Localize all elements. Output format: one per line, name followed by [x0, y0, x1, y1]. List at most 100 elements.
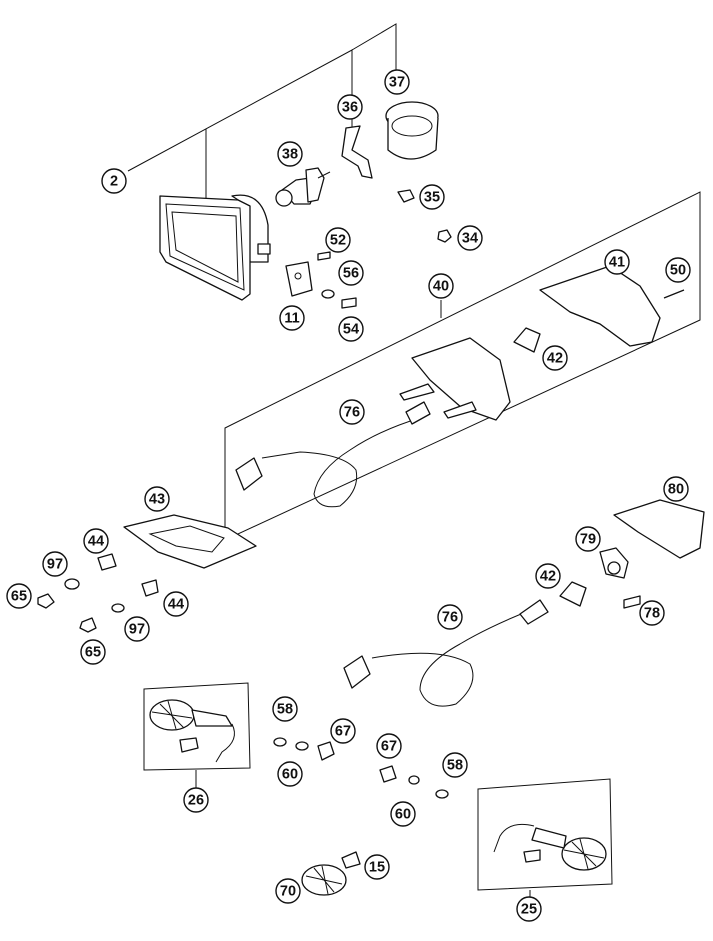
callout-97: 97: [124, 616, 150, 642]
callout-60: 60: [390, 801, 416, 827]
indicator-right: [477, 778, 613, 900]
callout-54: 54: [338, 316, 364, 342]
callout-circle: [275, 878, 301, 904]
callout-2: 2: [101, 168, 127, 194]
callout-circle: [419, 184, 445, 210]
callout-circle: [376, 733, 402, 759]
callout-34: 34: [457, 225, 483, 251]
callout-number: 11: [284, 311, 299, 327]
callout-circle: [535, 563, 561, 589]
callout-circle: [124, 616, 150, 642]
callout-58: 58: [272, 696, 298, 722]
callout-41: 41: [604, 249, 630, 275]
callout-circle: [542, 345, 568, 371]
callout-number: 58: [277, 702, 293, 718]
callout-circle: [279, 305, 305, 331]
callout-number: 35: [424, 190, 440, 206]
callout-circle: [338, 260, 364, 286]
callout-circle: [457, 225, 483, 251]
callout-circle: [575, 526, 601, 552]
callout-76: 76: [339, 399, 365, 425]
callout-number: 97: [47, 557, 63, 573]
callout-circle: [337, 94, 363, 120]
callout-80: 80: [663, 476, 689, 502]
callout-number: 97: [129, 622, 145, 638]
callout-number: 65: [85, 645, 101, 661]
callout-circle: [604, 249, 630, 275]
callout-65: 65: [6, 583, 32, 609]
callout-number: 25: [521, 902, 537, 918]
callout-number: 42: [547, 351, 563, 367]
callout-number: 50: [670, 263, 686, 279]
callout-11: 11: [279, 305, 305, 331]
callout-circle: [516, 896, 542, 922]
callout-number: 44: [168, 597, 184, 613]
callout-circle: [163, 591, 189, 617]
callout-number: 60: [282, 767, 298, 783]
callout-25: 25: [516, 896, 542, 922]
callout-circle: [325, 227, 351, 253]
callout-number: 37: [389, 75, 405, 91]
callout-number: 60: [395, 807, 411, 823]
callout-circle: [339, 399, 365, 425]
callout-number: 67: [335, 724, 351, 740]
callout-circle: [639, 600, 665, 626]
callout-number: 38: [282, 147, 298, 163]
callout-number: 26: [188, 793, 204, 809]
callout-67: 67: [330, 718, 356, 744]
callout-circle: [277, 761, 303, 787]
callout-circle: [277, 141, 303, 167]
callout-58: 58: [442, 752, 468, 778]
callout-number: 40: [433, 279, 449, 295]
callout-40: 40: [428, 273, 454, 299]
callout-78: 78: [639, 600, 665, 626]
callout-circle: [665, 257, 691, 283]
callout-circle: [42, 551, 68, 577]
rear-light-group: [343, 499, 705, 707]
callout-97: 97: [42, 551, 68, 577]
callout-number: 65: [11, 589, 27, 605]
callout-42: 42: [542, 345, 568, 371]
indicator-hardware: [273, 737, 449, 896]
callout-number: 42: [540, 569, 556, 585]
callout-circle: [437, 604, 463, 630]
callout-56: 56: [338, 260, 364, 286]
tail-light-panel: [224, 191, 701, 541]
plate-holder-group: [37, 514, 257, 633]
callout-circle: [364, 854, 390, 880]
callout-number: 67: [381, 739, 397, 755]
callout-number: 36: [342, 100, 358, 116]
callout-circle: [390, 801, 416, 827]
callout-35: 35: [419, 184, 445, 210]
callout-number: 52: [330, 233, 346, 249]
callout-circle: [338, 316, 364, 342]
callout-circle: [442, 752, 468, 778]
callout-circle: [80, 639, 106, 665]
callout-circle: [144, 486, 170, 512]
callout-number: 79: [580, 532, 596, 548]
callout-number: 70: [280, 884, 296, 900]
callout-76: 76: [437, 604, 463, 630]
callout-42: 42: [535, 563, 561, 589]
callout-circle: [183, 787, 209, 813]
callout-44: 44: [83, 528, 109, 554]
callout-37: 37: [384, 69, 410, 95]
callout-50: 50: [665, 257, 691, 283]
callout-number: 78: [644, 606, 660, 622]
callout-number: 15: [369, 860, 385, 876]
callout-70: 70: [275, 878, 301, 904]
callout-circle: [384, 69, 410, 95]
callout-26: 26: [183, 787, 209, 813]
callout-67: 67: [376, 733, 402, 759]
callout-number: 44: [88, 534, 104, 550]
callout-number: 34: [462, 231, 478, 247]
callout-38: 38: [277, 141, 303, 167]
callout-79: 79: [575, 526, 601, 552]
callout-circle: [663, 476, 689, 502]
callout-number: 76: [442, 610, 458, 626]
callout-circle: [428, 273, 454, 299]
callout-circle: [83, 528, 109, 554]
callout-circle: [272, 696, 298, 722]
